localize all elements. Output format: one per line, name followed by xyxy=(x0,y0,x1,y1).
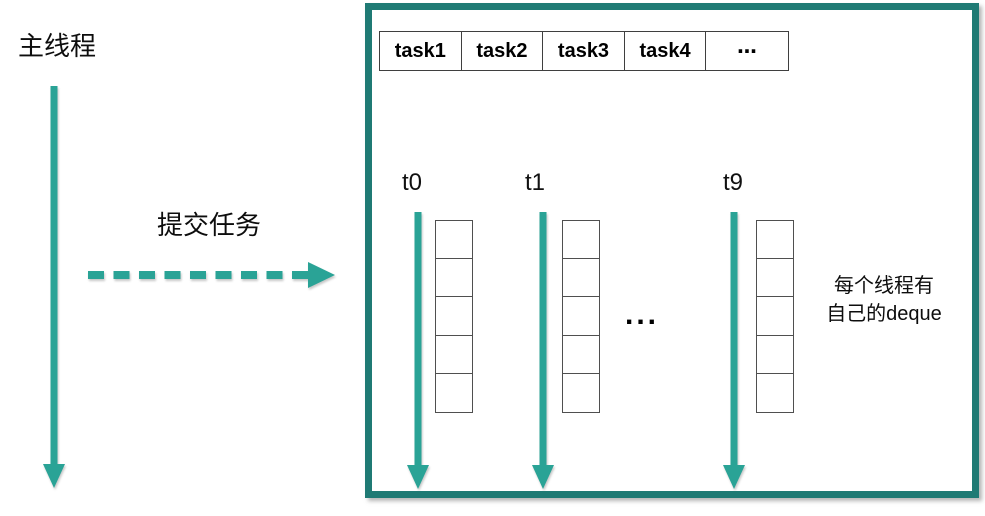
thread-arrow-head xyxy=(532,465,554,489)
deque-cell xyxy=(436,336,472,374)
main-thread-label: 主线程 xyxy=(18,31,97,61)
submit-task-arrow xyxy=(88,262,335,288)
deque xyxy=(756,220,794,413)
submit-task-label: 提交任务 xyxy=(157,210,262,240)
task-cell-ellipsis: ⋯ xyxy=(737,40,758,63)
thread-arrow-t1 xyxy=(532,212,554,489)
task-cell: task3 xyxy=(543,32,625,70)
thread-arrow-head xyxy=(407,465,429,489)
deque-cell xyxy=(757,297,793,336)
threads-ellipsis: ... xyxy=(625,298,660,331)
submit-task-arrow-head xyxy=(308,262,335,288)
deque-cell xyxy=(757,336,793,374)
thread-arrow-shaft xyxy=(730,212,738,466)
deque-cell xyxy=(563,374,599,412)
thread-label-t1: t1 xyxy=(525,169,546,196)
deque-cell xyxy=(436,259,472,298)
deque-cell xyxy=(563,297,599,336)
thread-arrow-t0 xyxy=(407,212,429,489)
main-thread-arrow-head xyxy=(43,464,65,488)
deque-cell xyxy=(757,221,793,260)
deque-cell xyxy=(563,221,599,260)
deque-cell xyxy=(436,221,472,260)
deque-cell xyxy=(757,374,793,412)
deque xyxy=(435,220,473,413)
task-cell: task1 xyxy=(380,32,462,70)
thread-label-t9: t9 xyxy=(723,169,744,196)
thread-arrow-shaft xyxy=(539,212,547,466)
thread-arrow-head xyxy=(723,465,745,489)
task-cell: task4 xyxy=(625,32,707,70)
deque-cell xyxy=(563,259,599,298)
thread-pool-box: task1 task2 task3 task4 ⋯ t0 t1 t9 ... 每… xyxy=(365,3,979,498)
deque-note: 每个线程有 自己的deque xyxy=(794,272,974,328)
thread-arrow-t9 xyxy=(723,212,745,489)
task-cell: task2 xyxy=(462,32,544,70)
task-queue: task1 task2 task3 task4 ⋯ xyxy=(379,31,789,71)
deque-cell xyxy=(436,374,472,412)
deque-cell xyxy=(436,297,472,336)
main-thread-arrow xyxy=(43,86,65,488)
thread-arrow-shaft xyxy=(414,212,422,466)
thread-label-t0: t0 xyxy=(402,169,423,196)
deque-cell xyxy=(757,259,793,298)
deque-note-line1: 每个线程有 xyxy=(834,275,934,297)
deque-note-line2: 自己的deque xyxy=(826,303,942,325)
deque-cell xyxy=(563,336,599,374)
deque xyxy=(562,220,600,413)
main-thread-arrow-shaft xyxy=(50,86,58,465)
